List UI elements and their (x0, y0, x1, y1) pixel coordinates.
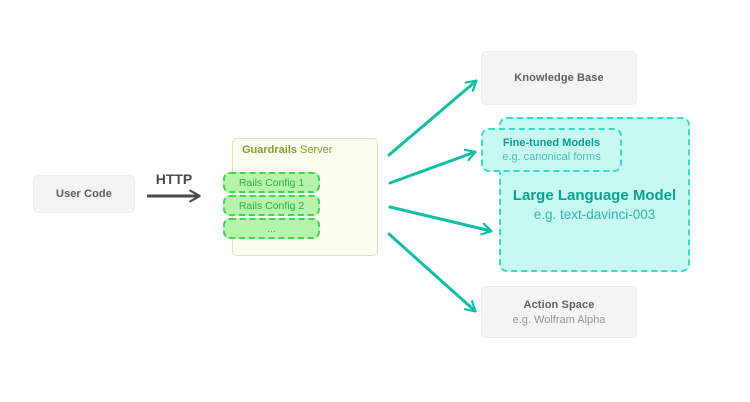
rails-config-1-node: Rails Config 1 (223, 172, 320, 193)
action-space-subtitle: e.g. Wolfram Alpha (512, 313, 606, 326)
fine-tuned-title: Fine-tuned Models (502, 137, 601, 149)
server-title-regular: Server (300, 144, 333, 156)
fine-tuned-models-node: Fine-tuned Models e.g. canonical forms (481, 128, 622, 172)
action-space-node: Action Space e.g. Wolfram Alpha (481, 286, 637, 338)
action-space-title: Action Space (523, 298, 595, 311)
user-code-node: User Code (33, 175, 135, 213)
arrow-to-fine-tuned (388, 148, 477, 185)
server-output-arrows (387, 79, 493, 313)
knowledge-base-node: Knowledge Base (481, 51, 637, 105)
rails-config-more-node: ... (223, 218, 320, 239)
arrow-to-llm (388, 205, 493, 236)
llm-text-block: Large Language Model e.g. text-davinci-0… (501, 187, 688, 222)
knowledge-base-label: Knowledge Base (514, 72, 604, 84)
http-edge-label: HTTP (155, 171, 193, 187)
rails-config-2-node: Rails Config 2 (223, 195, 320, 216)
server-title-bold: Guardrails (242, 144, 298, 156)
arrow-to-knowledge-base (387, 79, 478, 157)
llm-subtitle: e.g. text-davinci-003 (533, 207, 656, 222)
user-code-label: User Code (56, 188, 112, 200)
fine-tuned-subtitle: e.g. canonical forms (502, 151, 601, 163)
arrow-to-action-space (387, 232, 477, 313)
llm-title: Large Language Model (512, 187, 677, 204)
